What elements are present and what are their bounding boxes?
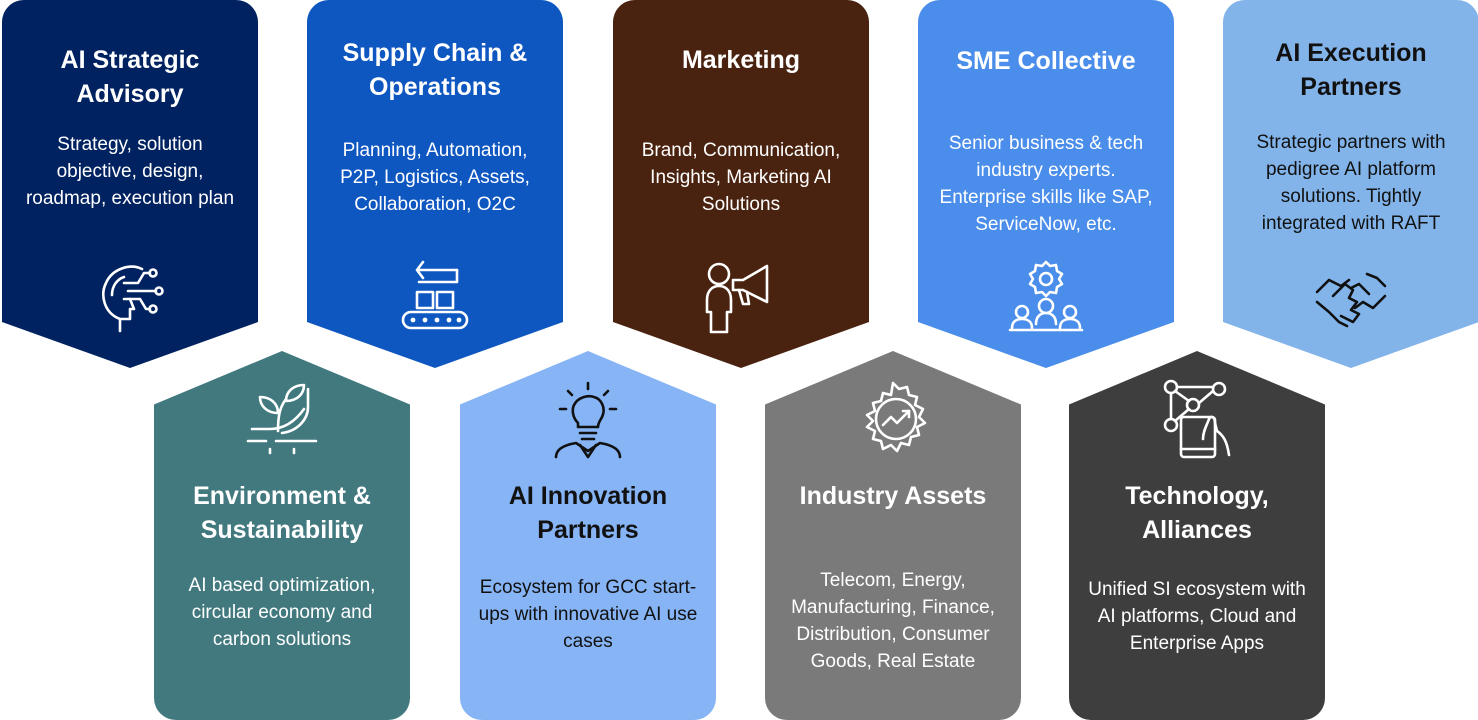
tile-sme-collective: SME Collective Senior business & tech in… xyxy=(918,0,1174,368)
tile-supply-chain-operations: Supply Chain & Operations Planning, Auto… xyxy=(307,0,563,368)
tile-marketing: Marketing Brand, Communication, Insights… xyxy=(613,0,869,368)
tile-title: Industry Assets xyxy=(799,482,987,510)
tile-ai-strategic-advisory: AI Strategic Advisory Strategy, solution… xyxy=(2,0,258,368)
ai-head-circuit-icon xyxy=(90,255,170,335)
tile-title: AI Innovation Partners xyxy=(508,482,668,544)
tile-ai-innovation-partners: AI Innovation Partners Ecosystem for GCC… xyxy=(460,351,716,720)
megaphone-person-icon xyxy=(701,256,781,336)
gear-team-icon xyxy=(1006,256,1086,336)
tile-description: Planning, Automation, P2P, Logistics, As… xyxy=(340,140,530,215)
handshake-icon xyxy=(1311,256,1391,336)
tile-title: Supply Chain & Operations xyxy=(342,39,528,101)
tile-description: Unified SI ecosystem with AI platforms, … xyxy=(1088,579,1306,654)
tile-ai-execution-partners: AI Execution Partners Strategic partners… xyxy=(1223,0,1478,368)
tile-description: Brand, Communication, Insights, Marketin… xyxy=(641,140,841,215)
tile-title: Environment & Sustainability xyxy=(193,482,371,544)
tablet-network-icon xyxy=(1157,379,1237,459)
tile-description: Ecosystem for GCC start-ups with innovat… xyxy=(478,577,698,652)
tile-description: AI based optimization, circular economy … xyxy=(188,575,376,650)
tile-description: Telecom, Energy, Manufacturing, Finance,… xyxy=(791,570,995,672)
tile-title: AI Strategic Advisory xyxy=(60,46,200,108)
lightbulb-person-icon xyxy=(548,379,628,459)
tile-title: Marketing xyxy=(681,46,801,74)
tile-title: SME Collective xyxy=(956,47,1136,75)
tile-description: Senior business & tech industry experts.… xyxy=(939,133,1153,235)
gear-chart-icon xyxy=(853,379,933,459)
tile-environment-sustainability: Environment & Sustainability AI based op… xyxy=(154,351,410,720)
tile-title: AI Execution Partners xyxy=(1275,39,1427,101)
conveyor-arrow-icon xyxy=(395,258,475,338)
tile-title: Technology, Alliances xyxy=(1125,482,1269,544)
tile-industry-assets: Industry Assets Telecom, Energy, Manufac… xyxy=(765,351,1021,720)
tile-description: Strategy, solution objective, design, ro… xyxy=(25,134,235,209)
tile-description: Strategic partners with pedigree AI plat… xyxy=(1256,132,1446,234)
plant-hand-icon xyxy=(242,379,322,459)
tile-technology-alliances: Technology, Alliances Unified SI ecosyst… xyxy=(1069,351,1325,720)
